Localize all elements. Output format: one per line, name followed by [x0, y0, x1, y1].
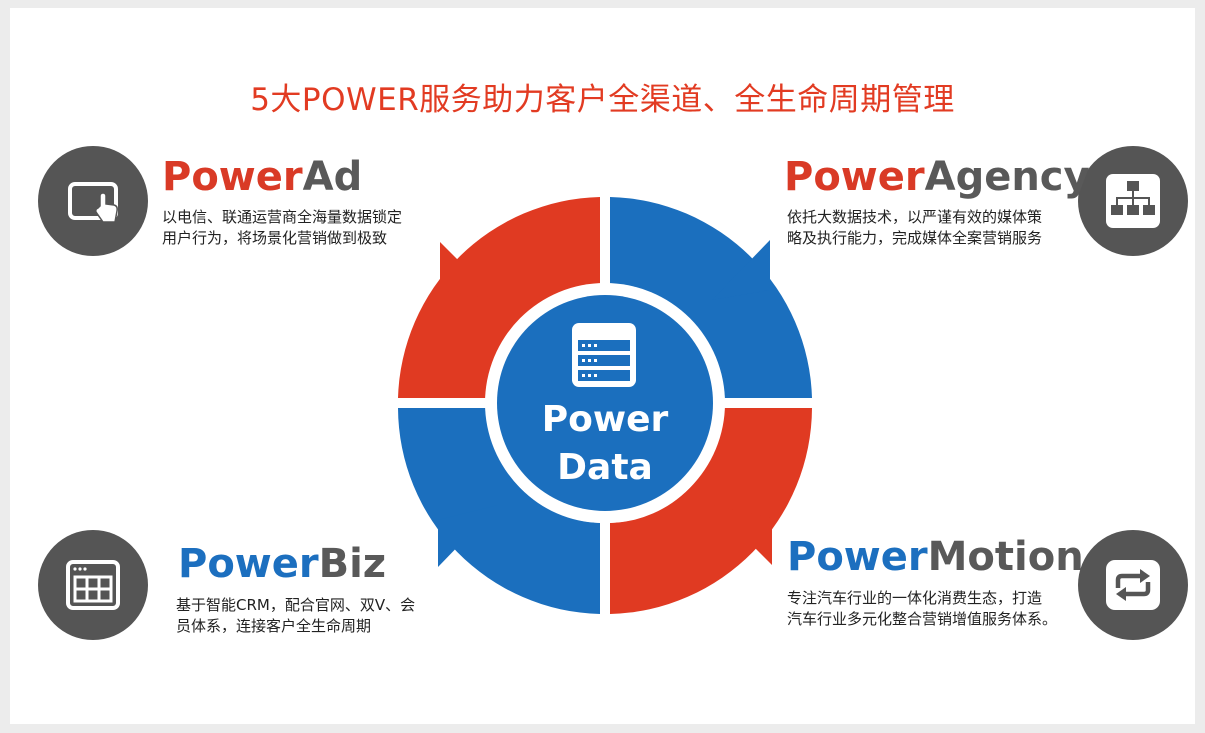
powerad-title-suffix: Ad	[302, 154, 363, 200]
poweragency-icon-circle	[1078, 146, 1188, 256]
segment-bottom-left	[398, 408, 600, 614]
poweragency-title: PowerAgency	[784, 157, 1090, 197]
center-label-line1: Power	[541, 399, 669, 440]
segment-bottom-right	[610, 408, 812, 614]
powerad-desc-line2: 用户行为，将场景化营销做到极致	[162, 229, 388, 247]
powermotion-title-suffix: Motion	[927, 534, 1084, 580]
powermotion-description: 专注汽车行业的一体化消费生态，打造 汽车行业多元化整合营销增值服务体系。	[787, 588, 1057, 630]
arrow-bottom-left	[438, 505, 498, 567]
powerad-title-prefix: Power	[162, 154, 303, 200]
poweragency-desc-line1: 依托大数据技术，以严谨有效的媒体策	[787, 208, 1043, 226]
server-icon	[572, 323, 636, 387]
poweragency-title-suffix: Agency	[924, 154, 1090, 200]
powerad-title: PowerAd	[162, 157, 362, 197]
segment-top-left	[398, 197, 600, 398]
powermotion-title: PowerMotion	[787, 537, 1084, 577]
page-title: 5大POWER服务助力客户全渠道、全生命周期管理	[250, 82, 955, 118]
segment-top-right	[610, 197, 812, 398]
arrow-bottom-right	[712, 505, 772, 565]
cycle-arrows-icon	[1106, 560, 1160, 610]
powerad-desc-line1: 以电信、联通运营商全海量数据锁定	[162, 208, 403, 226]
powermotion-icon-circle	[1078, 530, 1188, 640]
poweragency-desc-line2: 略及执行能力，完成媒体全案营销服务	[787, 229, 1043, 247]
powerbiz-icon-circle	[38, 530, 148, 640]
center-disk	[497, 295, 713, 511]
powerbiz-title: PowerBiz	[178, 544, 386, 584]
org-chart-icon	[1106, 174, 1160, 228]
tablet-touch-icon	[68, 182, 118, 223]
powerbiz-title-suffix: Biz	[318, 541, 387, 587]
center-label-line2: Data	[557, 447, 653, 488]
browser-grid-icon	[66, 560, 120, 610]
powerbiz-desc-line2: 员体系，连接客户全生命周期	[176, 617, 372, 635]
poweragency-title-prefix: Power	[784, 154, 925, 200]
arrow-top-right	[712, 240, 770, 300]
poweragency-description: 依托大数据技术，以严谨有效的媒体策 略及执行能力，完成媒体全案营销服务	[787, 207, 1042, 249]
arrow-top-left	[440, 242, 498, 300]
powermotion-desc-line1: 专注汽车行业的一体化消费生态，打造	[787, 589, 1043, 607]
powermotion-title-prefix: Power	[787, 534, 928, 580]
powermotion-desc-line2: 汽车行业多元化整合营销增值服务体系。	[787, 610, 1058, 628]
powerad-description: 以电信、联通运营商全海量数据锁定 用户行为，将场景化营销做到极致	[162, 207, 402, 249]
powerbiz-description: 基于智能CRM，配合官网、双V、会 员体系，连接客户全生命周期	[176, 595, 415, 637]
powerbiz-desc-line1: 基于智能CRM，配合官网、双V、会	[176, 596, 416, 614]
powerad-icon-circle	[38, 146, 148, 256]
powerbiz-title-prefix: Power	[178, 541, 319, 587]
